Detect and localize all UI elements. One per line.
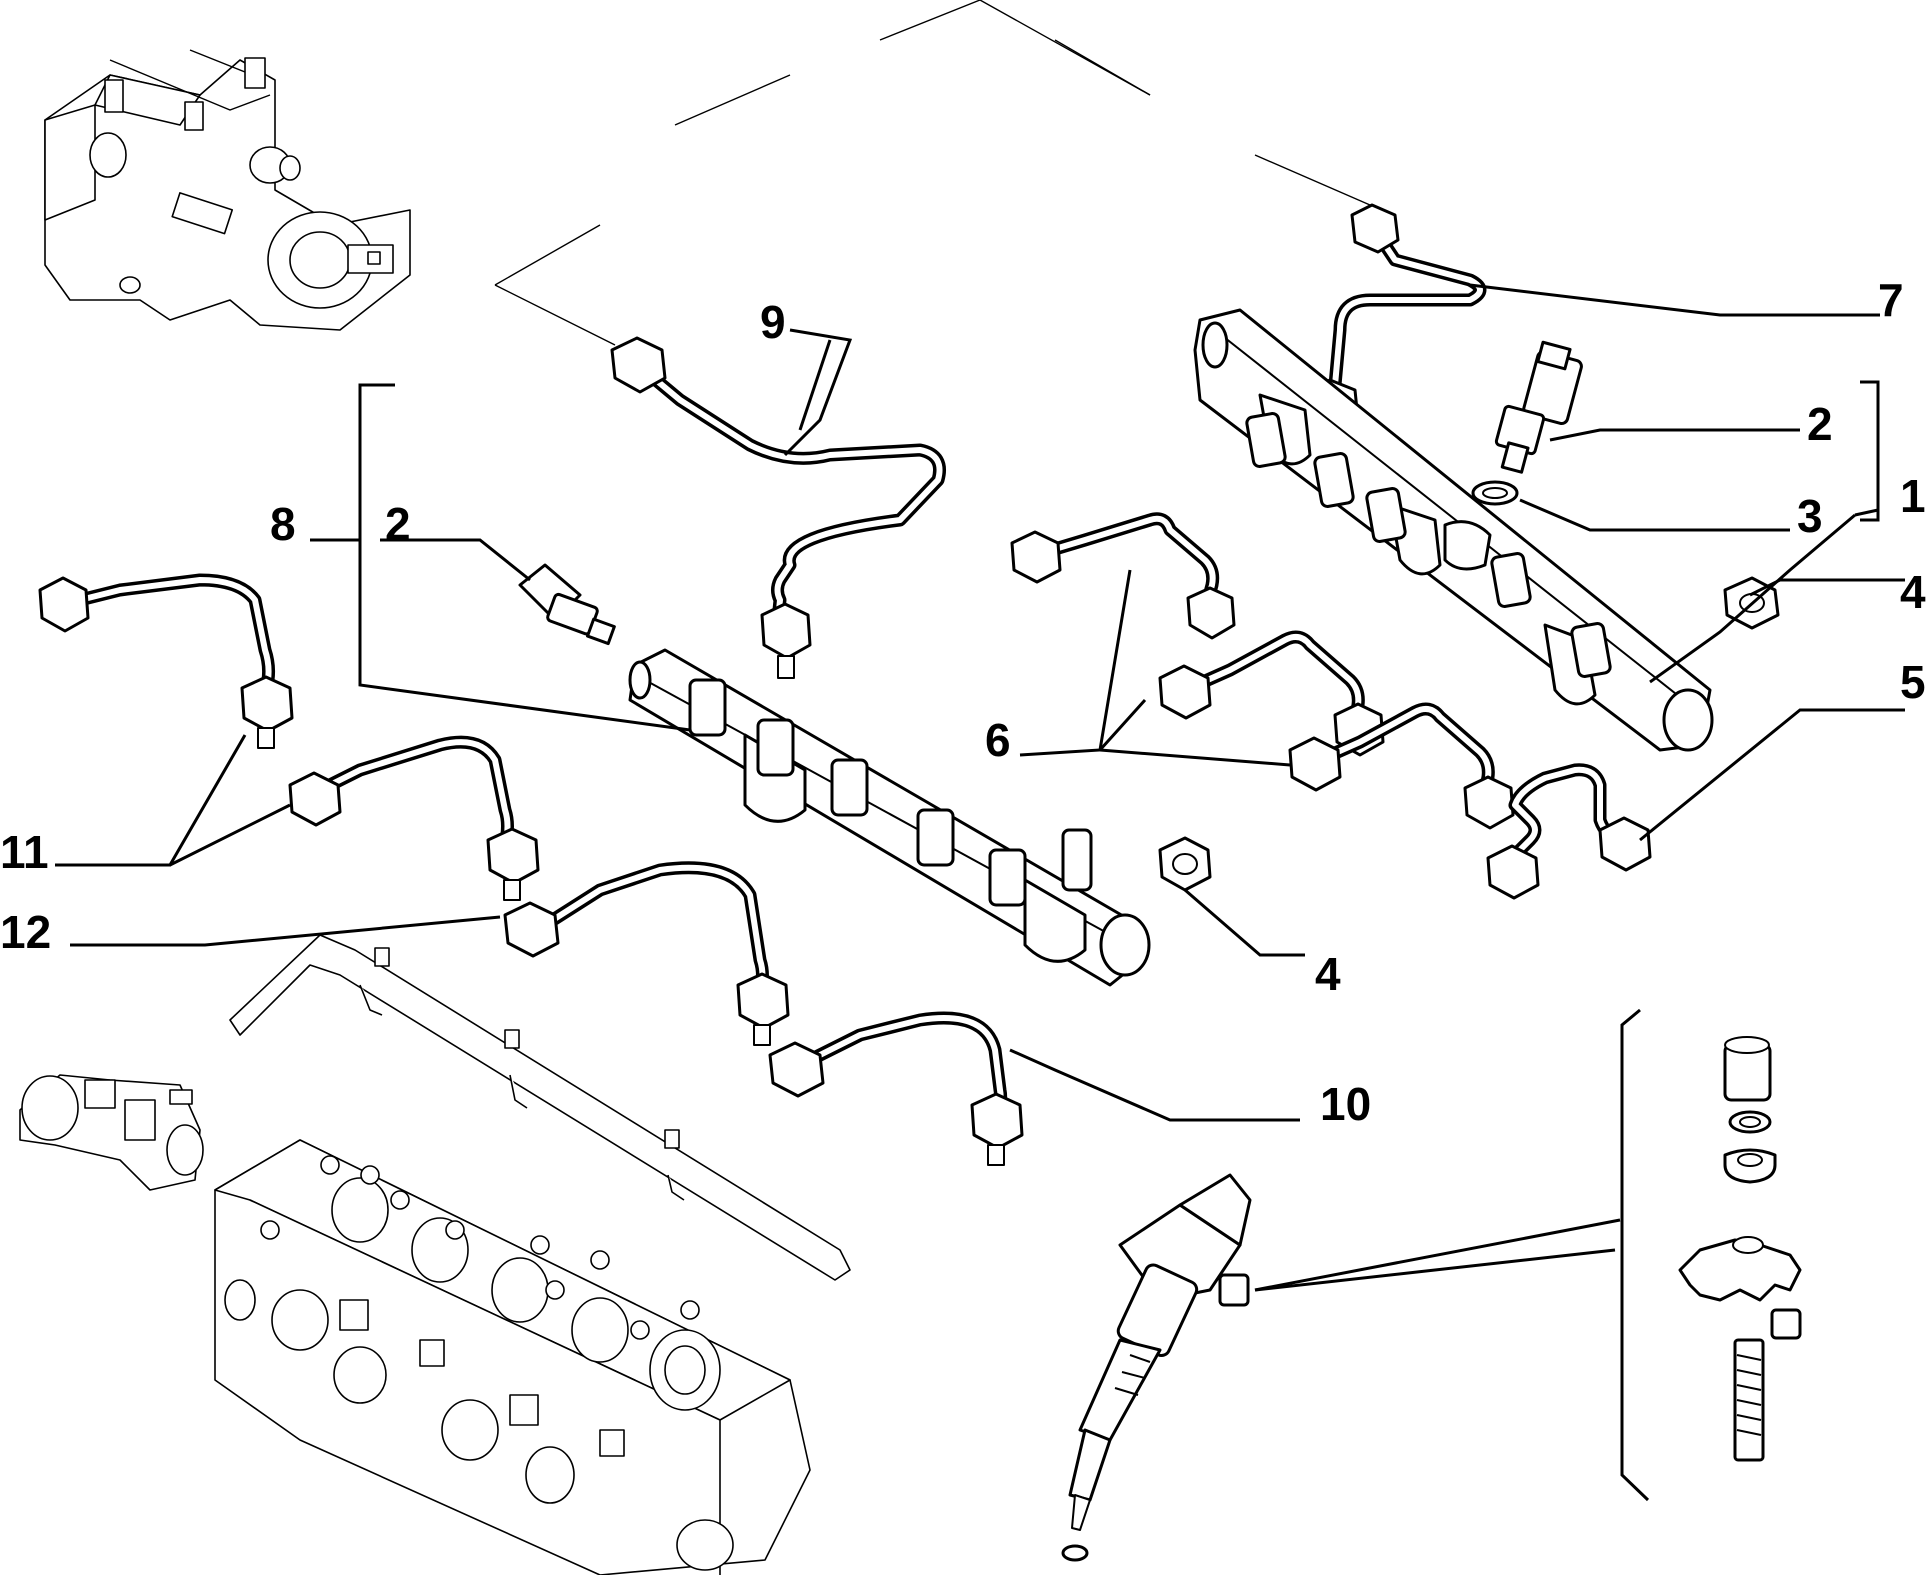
callout-8: 8 [270, 498, 296, 550]
pressure-sensor-2-left [518, 563, 616, 646]
pipe-set-11 [38, 573, 540, 901]
callout-9: 9 [760, 296, 786, 348]
pipe-10 [768, 1011, 1024, 1166]
callout-11: 11 [0, 826, 49, 878]
assembly-guide-lines [494, 0, 1371, 346]
injector-illustration [1061, 1173, 1252, 1562]
leader-lines [55, 283, 1905, 1502]
sealing-washer-3 [1471, 480, 1519, 506]
pressure-sensor-2-right [1494, 340, 1583, 474]
callout-labels: 7 2 3 1 4 5 9 8 2 6 11 12 4 10 [0, 274, 1926, 1130]
callout-4-middle: 4 [1315, 948, 1341, 1000]
nut-4-middle [1158, 836, 1212, 892]
callout-12: 12 [0, 906, 51, 958]
stud-threads [1736, 1354, 1762, 1436]
head-bolts [260, 1155, 700, 1340]
valve-illustration [19, 1074, 204, 1191]
callout-3: 3 [1797, 490, 1823, 542]
high-pressure-pipe-9 [610, 336, 946, 679]
injector-bands [1114, 1354, 1151, 1396]
high-pressure-pump-illustration [44, 49, 411, 331]
cylinder-head-illustration [214, 1139, 811, 1575]
fuel-rail-8 [628, 648, 1151, 987]
callout-2-right: 2 [1807, 398, 1833, 450]
leak-off-return-hose [229, 934, 851, 1281]
camshaft-lobes [331, 1177, 721, 1411]
callout-5: 5 [1900, 656, 1926, 708]
callout-10: 10 [1320, 1078, 1371, 1130]
callout-6: 6 [985, 714, 1011, 766]
pipe-set-6 [1010, 512, 1515, 830]
head-ports [224, 1279, 734, 1571]
callout-2-left: 2 [385, 498, 411, 550]
rail-1-outlet-ports [1245, 412, 1612, 678]
injector-hardware-stack [1678, 1036, 1802, 1462]
rail-8-outlet-ports [688, 678, 1027, 907]
callout-7: 7 [1878, 274, 1904, 326]
callout-1: 1 [1900, 470, 1926, 522]
callout-4-right: 4 [1900, 566, 1926, 618]
pipe-12 [503, 861, 790, 1046]
fuel-rail-1 [1193, 308, 1714, 752]
pipe-5 [1486, 763, 1652, 900]
